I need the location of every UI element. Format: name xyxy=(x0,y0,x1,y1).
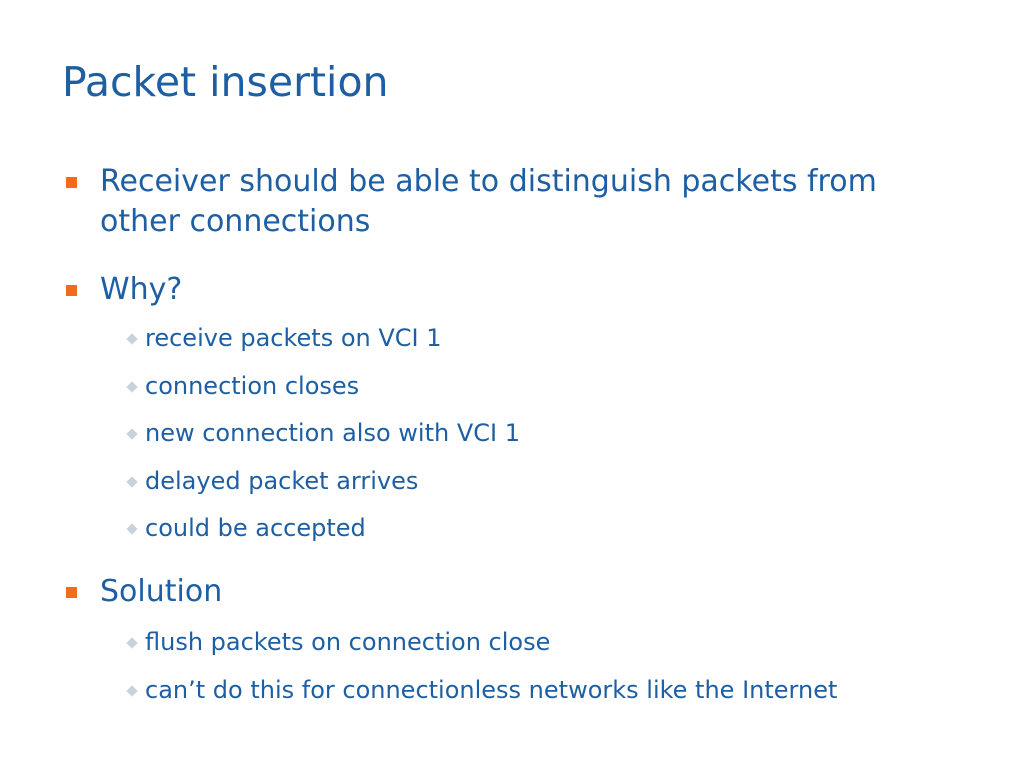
sub-bullet-item: can’t do this for connectionless network… xyxy=(124,673,884,741)
sub-bullet-item: flush packets on connection close xyxy=(124,625,884,659)
bullet-text: Receiver should be able to distinguish p… xyxy=(100,164,877,239)
diamond-bullet-icon xyxy=(126,637,138,649)
square-bullet-icon xyxy=(66,285,77,296)
diamond-bullet-icon xyxy=(126,333,138,345)
bullet-text: Solution xyxy=(100,574,223,609)
bullet-item: Receiver should be able to distinguish p… xyxy=(62,162,942,242)
sub-bullet-text: flush packets on connection close xyxy=(145,628,551,656)
diamond-bullet-icon xyxy=(126,381,138,393)
sub-bullet-item: could be accepted xyxy=(124,511,884,545)
bullet-item: Solution xyxy=(62,572,942,612)
sub-bullet-item: new connection also with VCI 1 xyxy=(124,416,884,450)
sub-bullet-text: new connection also with VCI 1 xyxy=(145,419,520,447)
sub-bullet-text: receive packets on VCI 1 xyxy=(145,324,442,352)
square-bullet-icon xyxy=(66,587,77,598)
diamond-bullet-icon xyxy=(126,428,138,440)
sub-bullet-text: connection closes xyxy=(145,372,360,400)
sub-bullet-text: can’t do this for connectionless network… xyxy=(145,676,838,704)
sub-bullet-item: receive packets on VCI 1 xyxy=(124,321,884,355)
diamond-bullet-icon xyxy=(126,523,138,535)
bullet-item: Why? xyxy=(62,270,942,310)
diamond-bullet-icon xyxy=(126,685,138,697)
sub-bullet-item: connection closes xyxy=(124,369,884,403)
sub-bullet-item: delayed packet arrives xyxy=(124,464,884,498)
sub-bullet-text: delayed packet arrives xyxy=(145,467,419,495)
diamond-bullet-icon xyxy=(126,476,138,488)
sub-bullet-text: could be accepted xyxy=(145,514,366,542)
slide-title: Packet insertion xyxy=(62,58,389,106)
bullet-text: Why? xyxy=(100,272,183,307)
square-bullet-icon xyxy=(66,177,77,188)
